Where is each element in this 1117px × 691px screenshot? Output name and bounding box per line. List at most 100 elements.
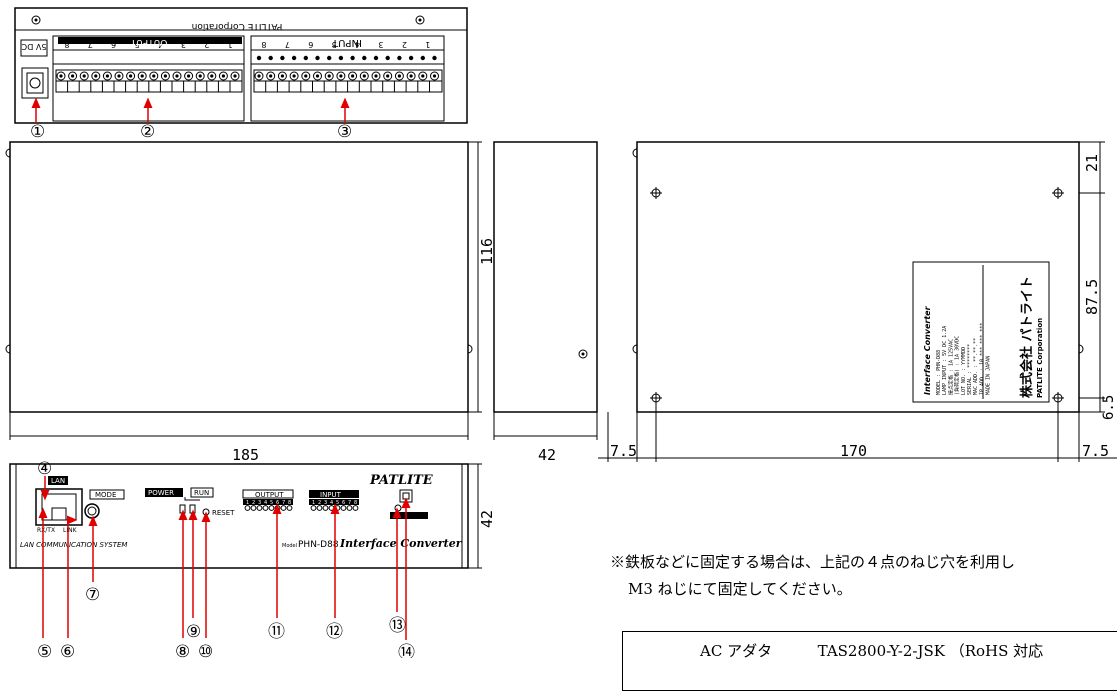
system-name: LAN COMMUNICATION SYSTEM [20,541,127,549]
plate-line: 接点定格 : 1A 125VAC [947,339,954,395]
output-channel-label: 5 [134,40,139,49]
input-pin [362,55,367,61]
input-channel-label: 4 [355,40,360,49]
callout-13: ⑬ [389,616,406,636]
callout-11: ⑪ [268,622,285,642]
input-pin [327,55,332,61]
terminal-number: 5 [270,500,273,506]
callout-2: ② [140,122,155,142]
plate-line: MAC ADD. : **.**.** [973,338,979,395]
screw-hole-top-left [31,15,41,25]
power-label: POWER [148,489,174,497]
terminal-number: 3 [258,500,261,506]
terminal-number: 8 [354,500,357,506]
terminal-hole [334,505,341,511]
callout-10: ⑩ [198,642,213,658]
dim-87-5: 87.5 [1083,279,1101,315]
run-led [189,504,196,514]
mode-label: MODE [95,491,116,499]
input-pin [268,55,273,61]
callout-9: ⑨ [186,622,201,642]
dim-170: 170 [840,442,867,460]
input-pin [256,55,262,61]
plate-line: LOT NO. : YYMMDD [961,347,967,395]
terminal-hole [262,505,269,511]
callout-8: ⑧ [175,642,190,658]
terminal-number: 1 [246,500,249,506]
input-pin [291,55,297,61]
terminal-number: 6 [342,500,345,506]
screw-hole-top-right [415,15,425,25]
input-channel-label: 1 [425,40,430,49]
input-pin [408,55,414,61]
bottom-view: 116 185 [5,141,496,464]
reset-label: RESET [212,509,235,517]
dim-42-side: 42 [538,446,556,464]
brand-patlite: PATLITE [369,473,434,488]
ac-adapter-label: AC アダタ [700,642,773,660]
terminal-number: 5 [336,500,339,506]
top-output-label: OUTPUT [130,37,167,47]
terminal-number: 2 [252,500,255,506]
input-pin [280,55,285,61]
input-pin [350,55,355,61]
top-brand-label: PATLITE Corporation [192,21,283,31]
model-prefix: Model [282,543,297,549]
product-name: Interface Converter [339,537,463,550]
terminal-number: 4 [330,500,333,506]
input-pin [385,55,390,61]
front-input-label: INPUT [320,491,342,499]
plate-line: (負荷定格) : 1A 30VDC [954,336,961,395]
input-channel-label: 3 [378,40,383,49]
output-channel-label: 4 [158,40,163,49]
top-callout-arrows [31,97,350,123]
ac-adapter-model: TAS2800-Y-2-JSK （RoHS 対応 [817,642,1044,660]
output-channel-label: 2 [204,40,209,49]
input-channel-label: 7 [285,40,290,49]
callout-5: ⑤ [37,642,52,658]
terminal-hole [322,505,329,511]
terminal-hole [316,505,323,511]
side-view: 42 [493,141,598,464]
plate-maker-en: PATLITE Corporation [1036,318,1044,398]
terminal-number: 8 [288,500,291,506]
terminal-hole [286,505,293,511]
lan-label: LAN [51,477,65,485]
plate-line: IP ADD. : 10.***.***.*** [979,323,985,395]
front-panel: 42 LAN RX/TX LINK MODE POWER RUN RESET O… [9,463,496,569]
callout-3: ③ [337,122,352,142]
dc-label: 5V DC [21,42,46,51]
reset-button [202,508,210,516]
dim-185: 185 [232,446,259,464]
dim-42-front: 42 [478,510,496,528]
input-pin [373,55,379,61]
link-label: LINK [63,527,78,534]
callout-12: ⑫ [326,622,343,642]
input-pin [420,55,425,61]
plate-title: Interface Converter [923,305,932,395]
terminal-hole [250,505,257,511]
plate-maker: 株式会社 パトライト [1019,276,1035,398]
rxtx-label: RX/TX [37,527,55,534]
dim-7-5-right: 7.5 [1082,442,1109,460]
output-channel-label: 8 [64,40,69,49]
terminal-hole [346,505,353,511]
terminal-hole [268,505,275,511]
terminal-hole [310,505,317,511]
dim-7-5-left: 7.5 [610,442,637,460]
terminal-number: 4 [264,500,267,506]
terminal-hole [256,505,263,511]
input-pin [432,55,437,61]
terminal-number: 3 [324,500,327,506]
dim-116: 116 [478,238,496,265]
input-channel-label: 5 [332,40,337,49]
callout-6: ⑥ [60,642,75,658]
terminal-hole [244,505,251,511]
callout-7: ⑦ [85,585,100,605]
front-output-label: OUTPUT [255,491,284,499]
callout-1: ① [30,122,45,142]
output-channel-label: 3 [181,40,186,49]
